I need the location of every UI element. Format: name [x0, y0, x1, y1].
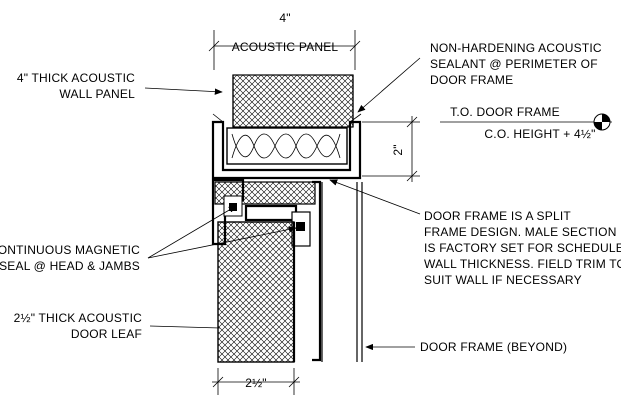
frame-stop	[211, 178, 323, 362]
note-door-leaf: 2½" THICK ACOUSTIC DOOR LEAF	[14, 311, 142, 341]
side-dimension-value: 2"	[391, 144, 405, 155]
svg-text:SEAL @ HEAD & JAMBS: SEAL @ HEAD & JAMBS	[0, 259, 140, 273]
note-split-frame: DOOR FRAME IS A SPLIT FRAME DESIGN. MALE…	[424, 209, 621, 287]
panel-width-value: 4"	[279, 11, 290, 25]
acoustic-wall-panel	[232, 74, 354, 128]
svg-text:SUIT WALL IF NECESSARY: SUIT WALL IF NECESSARY	[424, 273, 582, 287]
door-frame-beyond	[356, 182, 363, 362]
svg-text:DOOR FRAME IS A SPLIT: DOOR FRAME IS A SPLIT	[424, 209, 571, 223]
top-dimension: 4" ACOUSTIC PANEL	[208, 11, 361, 70]
svg-text:DOOR FRAME: DOOR FRAME	[430, 73, 513, 87]
note-wall-panel: 4" THICK ACOUSTIC WALL PANEL	[17, 71, 135, 101]
svg-text:WALL THICKNESS. FIELD TRIM TO: WALL THICKNESS. FIELD TRIM TO	[424, 257, 621, 271]
head-frame	[211, 113, 362, 180]
note-magnetic-seal: CONTINUOUS MAGNETIC SEAL @ HEAD & JAMBS	[0, 243, 140, 273]
top-of-frame-marker: T.O. DOOR FRAME C.O. HEIGHT + 4½"	[440, 105, 612, 141]
panel-width-label: ACOUSTIC PANEL	[232, 40, 339, 54]
note-frame-beyond: DOOR FRAME (BEYOND)	[420, 340, 567, 354]
svg-text:DOOR FRAME (BEYOND): DOOR FRAME (BEYOND)	[420, 340, 567, 354]
door-leaf-thickness-value: 2½"	[245, 376, 267, 390]
side-dimension: 2"	[362, 116, 420, 182]
co-height-label: C.O. HEIGHT + 4½"	[484, 127, 595, 141]
door-leaf	[217, 221, 296, 363]
head-insulation	[226, 127, 348, 165]
top-of-door-frame-label: T.O. DOOR FRAME	[450, 105, 560, 119]
svg-text:WALL PANEL: WALL PANEL	[59, 87, 135, 101]
note-sealant: NON-HARDENING ACOUSTIC SEALANT @ PERIMET…	[430, 41, 602, 87]
svg-text:IS FACTORY SET FOR SCHEDULED: IS FACTORY SET FOR SCHEDULED	[424, 241, 621, 255]
svg-text:CONTINUOUS MAGNETIC: CONTINUOUS MAGNETIC	[0, 243, 140, 257]
svg-text:NON-HARDENING ACOUSTIC: NON-HARDENING ACOUSTIC	[430, 41, 602, 55]
svg-text:4" THICK ACOUSTIC: 4" THICK ACOUSTIC	[17, 71, 135, 85]
svg-text:DOOR LEAF: DOOR LEAF	[71, 327, 142, 341]
svg-text:SEALANT @ PERIMETER OF: SEALANT @ PERIMETER OF	[430, 57, 598, 71]
svg-text:2½" THICK ACOUSTIC: 2½" THICK ACOUSTIC	[14, 311, 142, 325]
leader-lines	[144, 57, 421, 351]
magnetic-seal-right	[296, 222, 305, 231]
bottom-dimension: 2½"	[212, 368, 300, 395]
svg-text:FRAME DESIGN. MALE SECTION: FRAME DESIGN. MALE SECTION	[424, 225, 617, 239]
